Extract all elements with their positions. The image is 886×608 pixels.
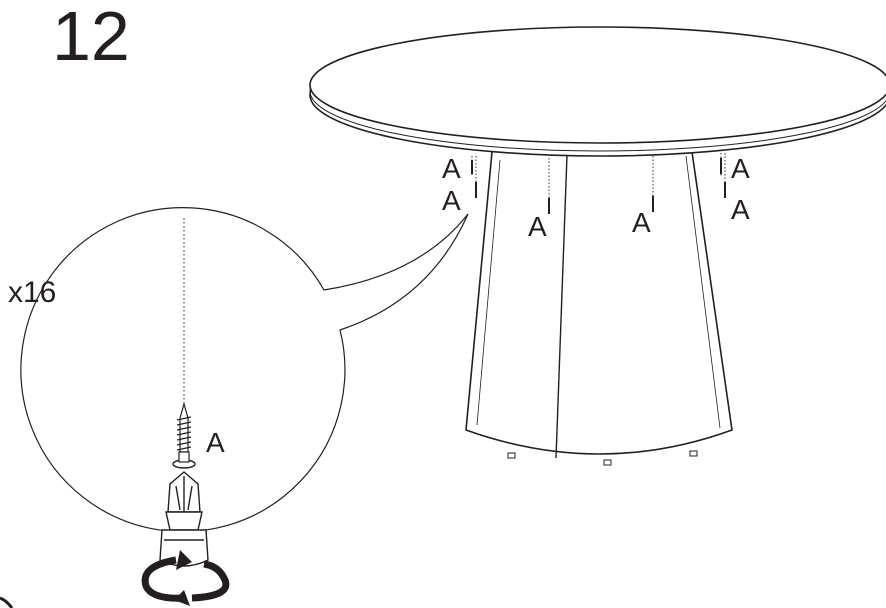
table-foot bbox=[507, 452, 516, 459]
part-label: A bbox=[442, 185, 461, 216]
table-pedestal bbox=[465, 151, 733, 455]
part-label: A bbox=[731, 153, 750, 184]
part-label: A bbox=[442, 153, 461, 184]
detail-callout bbox=[20, 207, 469, 533]
screw-icon bbox=[172, 401, 196, 469]
screwdriver-icon bbox=[159, 471, 209, 567]
table-drawing bbox=[309, 26, 886, 466]
next-figure-corner bbox=[0, 596, 14, 608]
table-foot bbox=[603, 459, 612, 466]
part-label: A bbox=[632, 207, 651, 238]
quantity-label: x16 bbox=[8, 276, 56, 309]
step-number: 12 bbox=[52, 0, 130, 75]
part-label: A bbox=[731, 194, 750, 225]
tabletop bbox=[309, 26, 886, 144]
part-label: A bbox=[528, 211, 547, 242]
table-foot bbox=[689, 450, 698, 457]
part-label: A bbox=[206, 427, 225, 458]
rotate-arrows-icon bbox=[141, 550, 230, 606]
